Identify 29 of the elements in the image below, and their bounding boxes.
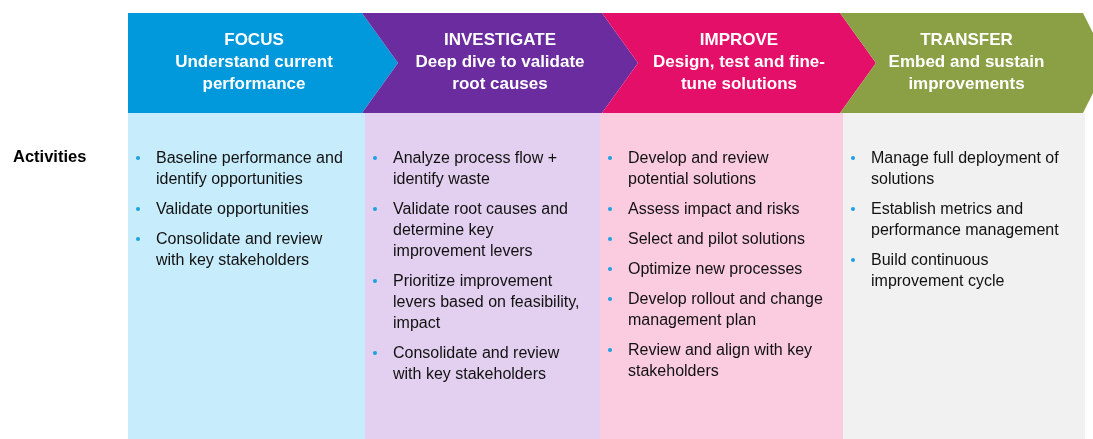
column-panel [128, 113, 365, 439]
phase-title: INVESTIGATE [443, 29, 557, 51]
bullet-text: Validate opportunities [156, 200, 309, 217]
bullet-text: Establish metrics and performance management [871, 200, 1059, 238]
bullet-text: Optimize new processes [628, 260, 803, 277]
row-label: Activities [13, 147, 87, 166]
bullet-text: Validate root causes and determine key improvement levers [393, 200, 568, 259]
bullet-text: Baseline performance and identify opportunities [156, 149, 343, 187]
phase-title: IMPROVE [699, 29, 779, 51]
column-panel [365, 113, 600, 439]
bullet-text: Build continuous improvement cycle [871, 251, 1005, 289]
bullet-text: Select and pilot solutions [628, 230, 805, 247]
bullet-text: Develop rollout and change management plan [628, 290, 823, 328]
phase-title: FOCUS [224, 29, 284, 51]
phase-title: TRANSFER [920, 29, 1013, 51]
bullet-text: Develop and review potential solutions [628, 149, 769, 187]
column-panel [843, 113, 1085, 439]
bullet-text: Consolidate and review with key stakeholders [393, 344, 560, 382]
bullet-text: Review and align with key stakeholders [628, 341, 813, 379]
bullet-text: Analyze process flow + identify waste [393, 149, 558, 187]
column-panel [600, 113, 843, 439]
bullet-text: Assess impact and risks [628, 200, 800, 217]
phase-subtitle: Embed and sustain improvements [887, 51, 1046, 95]
phase-subtitle: Design, test and fine-tune solutions [652, 51, 826, 95]
bullet-text: Prioritize improvement levers based on feasibility, impact [393, 272, 580, 331]
bullet-text: Manage full deployment of solutions [871, 149, 1059, 187]
phase-subtitle: Deep dive to validate root causes [414, 51, 586, 95]
bullet-text: Consolidate and review with key stakeholders [156, 230, 323, 268]
phase-subtitle: Understand current performance [174, 51, 334, 95]
